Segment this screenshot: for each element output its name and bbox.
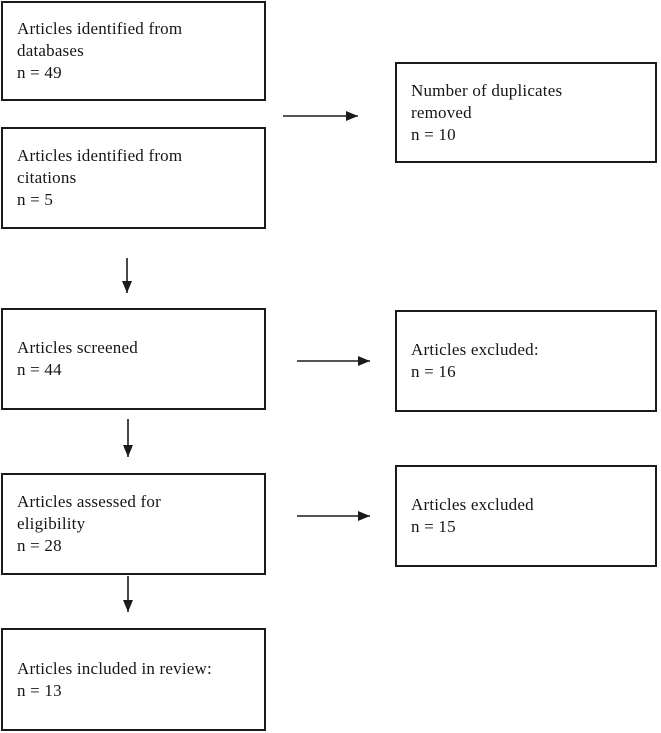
box-articles-identified-citations-text: Articles identified from citations n = 5 bbox=[17, 146, 183, 209]
box-articles-assessed-eligibility-text: Articles assessed for eligibility n = 28 bbox=[17, 492, 161, 555]
box-articles-excluded-screening-text: Articles excluded: n = 16 bbox=[411, 340, 539, 381]
box-articles-screened: Articles screened n = 44 bbox=[1, 308, 266, 410]
box-articles-excluded-eligibility: Articles excluded n = 15 bbox=[395, 465, 657, 567]
box-articles-screened-text: Articles screened n = 44 bbox=[17, 338, 138, 379]
box-articles-identified-databases: Articles identified from databases n = 4… bbox=[1, 1, 266, 101]
box-articles-identified-databases-text: Articles identified from databases n = 4… bbox=[17, 19, 183, 82]
box-articles-included-review: Articles included in review: n = 13 bbox=[1, 628, 266, 731]
box-articles-excluded-screening: Articles excluded: n = 16 bbox=[395, 310, 657, 412]
box-duplicates-removed-text: Number of duplicates removed n = 10 bbox=[411, 80, 563, 144]
box-articles-excluded-eligibility-text: Articles excluded n = 15 bbox=[411, 495, 534, 536]
box-articles-identified-citations: Articles identified from citations n = 5 bbox=[1, 127, 266, 229]
box-duplicates-removed: Number of duplicates removed n = 10 bbox=[395, 62, 657, 163]
box-articles-assessed-eligibility: Articles assessed for eligibility n = 28 bbox=[1, 473, 266, 575]
box-articles-included-review-text: Articles included in review: n = 13 bbox=[17, 658, 212, 700]
